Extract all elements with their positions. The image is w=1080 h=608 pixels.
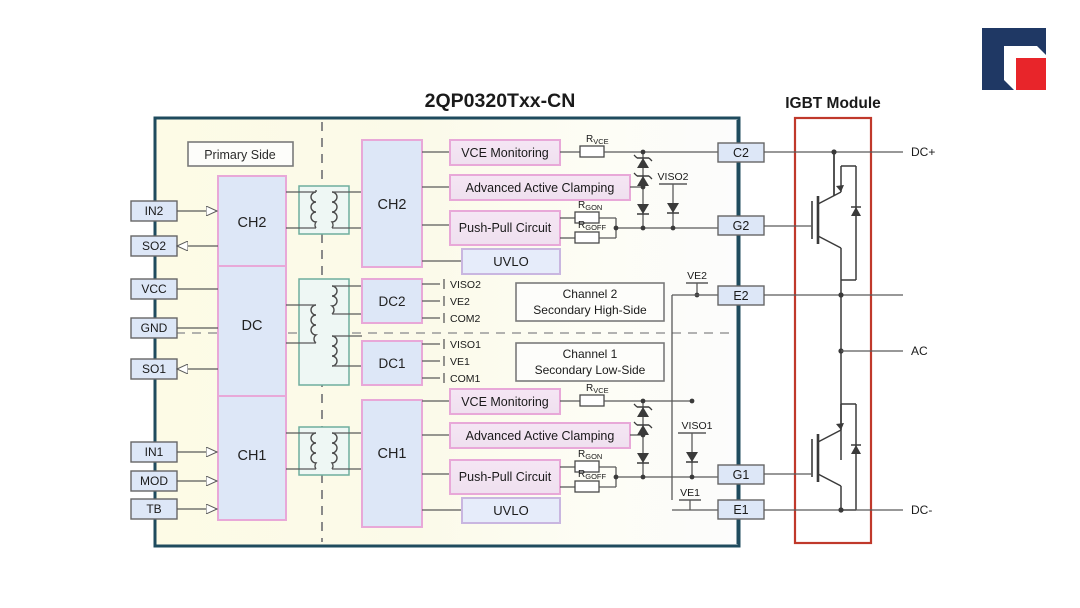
net-label-viso1: VISO1 <box>682 420 713 432</box>
block-ch1-uvlo-label: UVLO <box>493 503 528 518</box>
primary-block-ch1[interactable] <box>217 395 287 521</box>
net-label-ve2: VE2 <box>687 270 707 282</box>
net-label-viso2: VISO2 <box>658 171 689 183</box>
primary-block-dc[interactable] <box>217 265 287 397</box>
page-title: 2QP0320Txx-CN <box>425 90 576 112</box>
resistor-rvce-ch2-label: RVCE <box>586 134 609 146</box>
ve1-branch <box>672 499 718 511</box>
channel1-note-line1: Channel 1 <box>563 347 618 361</box>
secondary-block-dc2-label: DC2 <box>378 294 405 309</box>
pin-in2-label: IN2 <box>145 204 164 218</box>
viso1-diode-branch <box>678 398 706 480</box>
clamp-diode-chain-ch2 <box>633 149 653 231</box>
secondary-block-ch2-label: CH2 <box>377 197 406 213</box>
block-ch2-push-pull-label: Push-Pull Circuit <box>459 221 552 235</box>
channel2-note-box <box>515 282 665 322</box>
viso2-diode-branch <box>659 183 687 231</box>
transformer-dc <box>286 278 362 386</box>
junction-dcminus <box>838 507 844 513</box>
pin-tb-label: TB <box>146 502 161 516</box>
rail-ac-label: AC <box>911 344 928 358</box>
channel1-note-line2: Secondary Low-Side <box>535 363 646 377</box>
secondary-block-ch2[interactable] <box>361 139 423 268</box>
block-ch1-active-clamping-label: Advanced Active Clamping <box>466 429 615 443</box>
channel1-note-box <box>515 342 665 382</box>
terminal-g2-label: G2 <box>733 219 750 233</box>
primary-block-ch2-label: CH2 <box>237 215 266 231</box>
channel2-note-line2: Secondary High-Side <box>533 303 647 317</box>
block-ch2-active-clamping[interactable] <box>449 174 631 201</box>
resistor-rgoff-ch1-label: RGOFF <box>578 469 606 481</box>
ch2-pin-stubs: VISO2 VE2 COM2 <box>422 279 481 325</box>
transformer-ch2 <box>286 185 362 235</box>
secondary-block-dc1[interactable] <box>361 340 423 386</box>
resistor-rgon-ch1-label: RGON <box>578 449 602 461</box>
igbt-module-frame <box>793 116 873 545</box>
terminal-g1-label: G1 <box>733 468 750 482</box>
rail-dcplus-label: DC+ <box>911 145 935 159</box>
channel2-note-line1: Channel 2 <box>563 287 618 301</box>
ch1-pin-ve1: VE1 <box>450 356 470 368</box>
pin-gnd-label: GND <box>141 321 168 335</box>
resistor-rvce-ch1-label: RVCE <box>586 383 609 395</box>
block-ch2-uvlo-label: UVLO <box>493 254 528 269</box>
primary-side-box <box>187 141 294 167</box>
resistor-rgoff-ch1 <box>574 480 600 493</box>
net-label-ve1: VE1 <box>680 487 700 499</box>
pin-in1-label: IN1 <box>145 445 164 459</box>
ch1-pin-viso1: VISO1 <box>450 339 481 351</box>
ch2-pin-com2: COM2 <box>450 313 480 325</box>
ve2-branch <box>671 282 718 500</box>
terminal-c2-label: C2 <box>733 146 749 160</box>
pin-vcc-label: VCC <box>141 282 167 296</box>
ch1-pin-stubs: VISO1 VE1 COM1 <box>422 339 481 385</box>
primary-block-dc-label: DC <box>242 318 263 334</box>
pin-mod-label: MOD <box>140 474 168 488</box>
terminal-e1-label: E1 <box>733 503 748 517</box>
ch1-pin-com1: COM1 <box>450 373 480 385</box>
company-logo <box>982 28 1046 90</box>
block-ch1-vce-monitoring-label: VCE Monitoring <box>461 395 549 409</box>
primary-block-ch2[interactable] <box>217 175 287 267</box>
block-ch2-active-clamping-label: Advanced Active Clamping <box>466 181 615 195</box>
igbt-module-title: IGBT Module <box>785 95 881 112</box>
block-ch1-push-pull-label: Push-Pull Circuit <box>459 470 552 484</box>
resistor-rgoff-ch2 <box>574 231 600 244</box>
igbt-high-side <box>764 152 861 295</box>
transformer-ch1 <box>286 426 362 476</box>
pin-so1-label: SO1 <box>142 362 166 376</box>
block-ch2-vce-monitoring-label: VCE Monitoring <box>461 146 549 160</box>
resistor-rgoff-ch2-label: RGOFF <box>578 220 606 232</box>
ch2-pin-ve2: VE2 <box>450 296 470 308</box>
resistor-rgon-ch2-label: RGON <box>578 200 602 212</box>
primary-side-label: Primary Side <box>204 148 276 162</box>
terminal-e2-label: E2 <box>733 289 748 303</box>
ch2-pin-viso2: VISO2 <box>450 279 481 291</box>
junction-rg2 <box>613 225 619 231</box>
igbt-low-side <box>764 403 861 511</box>
block-ch1-push-pull[interactable] <box>449 459 561 495</box>
block-ch1-uvlo[interactable] <box>461 497 561 524</box>
resistor-rvce-ch1 <box>579 394 605 407</box>
block-ch2-push-pull[interactable] <box>449 210 561 246</box>
rail-dcminus-label: DC- <box>911 503 932 517</box>
block-ch1-active-clamping[interactable] <box>449 422 631 449</box>
secondary-block-ch1-label: CH1 <box>377 446 406 462</box>
secondary-block-ch1[interactable] <box>361 399 423 528</box>
secondary-block-dc1-label: DC1 <box>378 356 405 371</box>
pin-so2-label: SO2 <box>142 239 166 253</box>
primary-block-ch1-label: CH1 <box>237 448 266 464</box>
junction-rg1 <box>613 474 619 480</box>
resistor-rvce-ch2 <box>579 145 605 158</box>
clamp-diode-chain-ch1 <box>633 398 653 480</box>
block-ch2-uvlo[interactable] <box>461 248 561 275</box>
